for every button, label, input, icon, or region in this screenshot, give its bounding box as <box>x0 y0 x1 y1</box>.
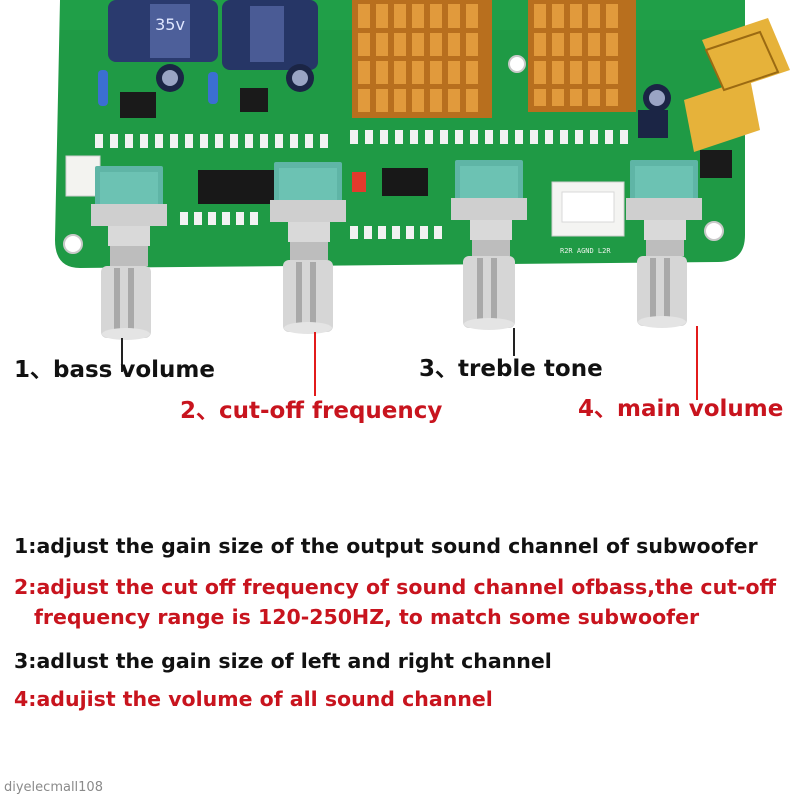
mounting-hole <box>704 221 724 241</box>
mounting-hole <box>508 55 526 73</box>
heatsink-left <box>352 0 492 118</box>
knob-main-volume <box>626 160 702 328</box>
resistor <box>98 70 108 106</box>
capacitor-mark: 35v <box>155 15 185 34</box>
description-3: 3:adlust the gain size of left and right… <box>14 649 552 673</box>
resistor <box>208 72 218 104</box>
description-1: 1:adjust the gain size of the output sou… <box>14 534 758 558</box>
description-4: 4:adujist the volume of all sound channe… <box>14 687 493 711</box>
callout-treble-tone: 3、treble tone <box>419 356 603 382</box>
callout-cut-off-frequency: 2、cut-off frequency <box>180 398 443 424</box>
ic-chip <box>120 92 156 118</box>
mounting-hole <box>63 234 83 254</box>
description-2-line-2: frequency range is 120-250HZ, to match s… <box>34 605 700 629</box>
connector-mark: R2R AGND L2R <box>560 247 611 255</box>
opamp-chip <box>198 170 274 204</box>
knob-cut-off-frequency <box>270 162 346 334</box>
opamp-chip <box>382 168 428 196</box>
callout-bass-volume: 1、bass volume <box>14 357 215 383</box>
knob-bass-volume <box>91 166 167 340</box>
bluetooth-module <box>684 18 790 178</box>
connector-left <box>65 155 101 197</box>
led-indicator <box>352 172 366 192</box>
smd-row <box>95 130 628 148</box>
description-2-line-1: 2:adjust the cut off frequency of sound … <box>14 575 777 599</box>
heatsink-right <box>528 0 636 112</box>
callout-main-volume: 4、main volume <box>578 396 784 422</box>
connector-right <box>551 181 625 237</box>
smd-row-lower <box>180 212 442 239</box>
ic-chip <box>240 88 268 112</box>
watermark: diyelecmall108 <box>4 780 103 795</box>
knob-treble-tone <box>451 160 527 330</box>
